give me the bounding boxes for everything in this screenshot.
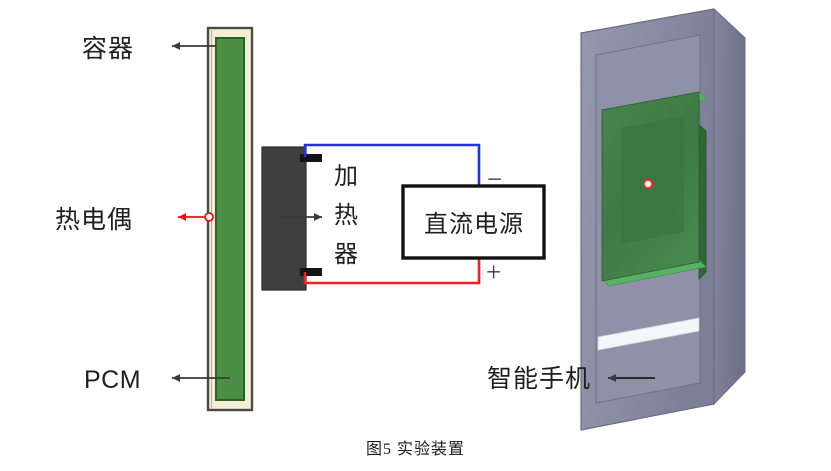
label-power-supply: 直流电源 — [424, 211, 524, 238]
label-smartphone: 智能手机 — [487, 365, 591, 393]
phone-bottom-highlight-strip — [597, 317, 700, 351]
label-heater-char-1: 加 — [334, 163, 358, 190]
label-heater-char-2: 热 — [334, 202, 358, 229]
smartphone-assembly — [580, 7, 746, 431]
thermocouple-marker-icon — [204, 212, 214, 222]
label-heater-char-3: 器 — [334, 242, 358, 268]
label-pcm: PCM — [84, 366, 141, 394]
heater-assembly — [261, 146, 322, 291]
figure-caption: 图5 实验装置 — [365, 441, 465, 458]
label-thermocouple: 热电偶 — [55, 206, 133, 234]
label-terminal-negative: − — [487, 164, 502, 194]
pcm-core — [215, 37, 245, 401]
leader-arrows — [172, 42, 655, 382]
negative-wire — [303, 143, 481, 186]
screen-panel-side — [698, 124, 707, 280]
phone-right-side — [713, 7, 746, 406]
label-heater-group: 加 热 器 — [334, 163, 358, 268]
heater-terminal-bottom — [300, 268, 322, 276]
wiring — [303, 143, 481, 285]
label-container: 容器 — [82, 35, 134, 63]
screen-inner-region — [621, 116, 684, 244]
label-terminal-positive: + — [486, 257, 501, 287]
thermocouple-sensor-core — [645, 181, 651, 187]
positive-wire — [303, 258, 481, 285]
heater-body — [261, 146, 307, 291]
heater-terminal-top — [300, 154, 322, 162]
container-assembly — [206, 26, 254, 412]
power-supply-box — [401, 184, 546, 260]
power-supply-assembly — [401, 184, 546, 260]
